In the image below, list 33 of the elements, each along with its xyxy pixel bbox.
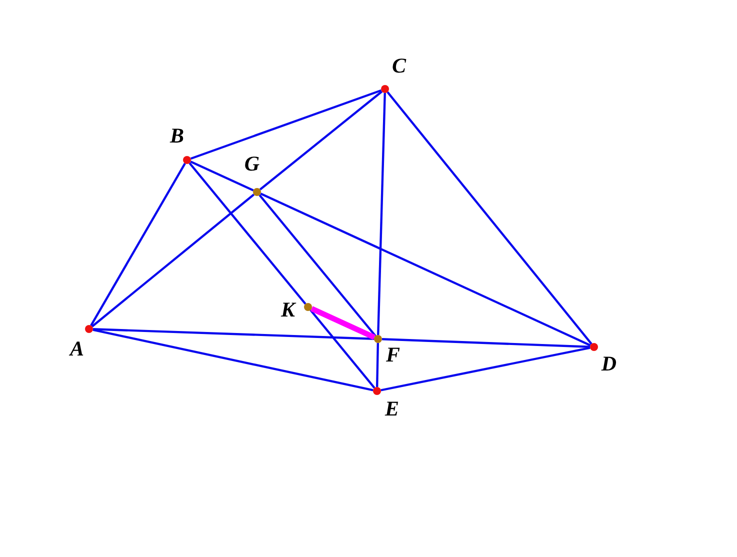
point-dot xyxy=(374,335,382,343)
point-label: A xyxy=(70,338,84,360)
line-segment xyxy=(380,346,590,392)
point-label: G xyxy=(244,154,260,174)
line-segment xyxy=(258,194,376,337)
point-dot xyxy=(590,343,598,351)
line-segment xyxy=(260,192,591,346)
line-segment xyxy=(92,328,374,340)
line-segment xyxy=(382,338,590,348)
point-dot xyxy=(253,188,261,196)
point-dot xyxy=(85,325,93,333)
point-label: B xyxy=(170,126,184,146)
point-label: C xyxy=(392,56,406,76)
point-label: E xyxy=(385,398,399,420)
line-segment xyxy=(190,89,382,160)
highlighted-segment xyxy=(310,306,376,340)
line-segment xyxy=(92,328,374,392)
line-segment xyxy=(91,194,255,328)
point-dot xyxy=(381,85,389,93)
point-dot xyxy=(304,303,312,311)
point-dot xyxy=(183,156,191,164)
line-segment xyxy=(310,309,376,389)
point-label: K xyxy=(281,300,295,320)
point-label: F xyxy=(386,344,400,366)
line-segment xyxy=(190,160,254,192)
line-segment xyxy=(90,162,186,326)
line-segment xyxy=(386,91,592,345)
line-segment xyxy=(377,92,386,336)
line-segment xyxy=(188,162,306,305)
point-label: D xyxy=(601,354,617,374)
line-segment xyxy=(259,90,383,190)
point-dot xyxy=(373,387,381,395)
line-segment xyxy=(376,342,380,388)
